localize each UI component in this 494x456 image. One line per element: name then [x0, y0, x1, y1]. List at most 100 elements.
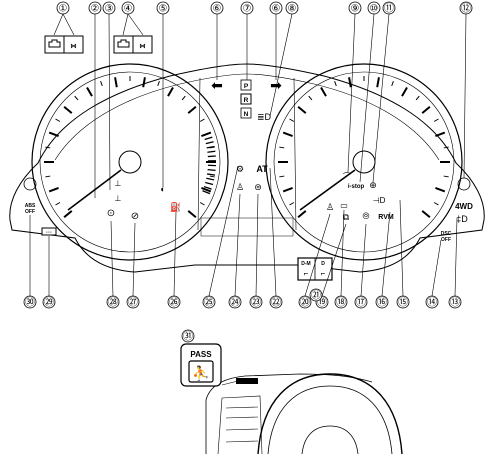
callout-circle — [298, 295, 312, 309]
callout-10: ⑩ — [367, 1, 381, 15]
callout-number: ㉒ — [271, 297, 281, 309]
tpms-icon: ⦾ — [362, 211, 369, 221]
fuel-tick — [205, 141, 214, 145]
callout-5: ⑤ — [156, 1, 170, 15]
callout-4: ④ — [121, 1, 135, 15]
leader-line — [399, 199, 404, 297]
shift-lever-icon: ⚙ — [236, 164, 244, 174]
callout-number: ④ — [124, 4, 133, 15]
center-console — [217, 395, 263, 455]
eco-icon: ◦◦◦ — [46, 230, 52, 236]
fuel-tick — [207, 168, 216, 172]
callout-circle — [202, 295, 216, 309]
leader-line — [347, 13, 356, 173]
callout-number: ⑪ — [384, 3, 394, 15]
callout-circle — [167, 295, 181, 309]
leader-line — [269, 13, 293, 117]
gauge-tick — [55, 118, 61, 122]
gauge-tick — [334, 81, 337, 87]
fuel-tick — [207, 150, 216, 153]
callout-number: ㉗ — [128, 297, 138, 309]
gauge-tick — [376, 77, 380, 88]
callout-14: ⑭ — [425, 295, 439, 309]
callout-circle — [309, 288, 323, 302]
speedometer-needle-hub — [352, 150, 376, 174]
callout-circle — [382, 1, 396, 15]
istop-warning-icon: ⊕ — [369, 180, 377, 190]
gauge-tick — [391, 81, 394, 87]
fuel-tick — [203, 186, 212, 190]
callout-circle — [285, 1, 299, 15]
engine-oil-icon: ⌒ — [343, 172, 351, 181]
pass-indicator-location — [236, 378, 258, 384]
pass-label: PASS — [190, 350, 212, 359]
gauge-tick — [348, 77, 352, 88]
leader-line — [304, 213, 331, 297]
4wd-label: 4WD — [455, 202, 473, 211]
center-display-frame — [197, 77, 297, 231]
leader-line — [454, 217, 458, 297]
callout-number: ② — [91, 4, 100, 15]
leader-line — [269, 167, 277, 297]
gauge-tick — [421, 105, 431, 114]
power-steering-icon: ⊘ — [131, 211, 139, 222]
fuel-pump-icon: ⛽ — [170, 201, 181, 212]
eco-indicator-box — [41, 227, 57, 236]
callout-13: ⑬ — [448, 295, 462, 309]
callout-circle — [56, 1, 70, 15]
callout-circle — [121, 1, 135, 15]
callout-number: ⑭ — [427, 297, 437, 309]
callout-number: ⑩ — [370, 4, 379, 15]
callout-number: ⑨ — [351, 4, 360, 15]
gauge-tick — [45, 146, 51, 149]
leader-line — [122, 13, 129, 36]
tachometer-face — [39, 71, 221, 253]
gauge-tick — [282, 187, 293, 193]
gauge-tick — [199, 118, 205, 122]
leader-line — [173, 211, 177, 297]
gauge-tick — [297, 105, 307, 114]
callout-1: ① — [56, 1, 70, 15]
gauge-tick — [289, 202, 295, 206]
callout-number: ⑦ — [243, 4, 252, 15]
callout-number: ⑯ — [377, 297, 387, 309]
security-icon: ⊜ — [254, 182, 262, 192]
callout-circle — [126, 295, 140, 309]
brake-warning-icon: ⊙ — [107, 208, 115, 219]
gear-n-box — [240, 107, 252, 119]
fog-light-icon: ‡D — [456, 214, 468, 224]
gauge-tick — [282, 131, 293, 137]
check-engine-icon — [48, 39, 61, 48]
rvm-label: RVM — [378, 214, 394, 221]
leader-line — [127, 13, 144, 36]
headlight-icon: ◐ — [160, 184, 165, 194]
abs-off-line1: ABS — [25, 203, 36, 209]
gauge-tick — [48, 187, 59, 193]
callout-30: ㉚ — [23, 295, 37, 309]
left-trip-knob — [23, 177, 37, 191]
d-icon: ⌐ — [321, 269, 326, 278]
callout-number: ⑱ — [336, 297, 346, 309]
gauge-tick — [199, 202, 205, 206]
fuel-tick — [206, 173, 216, 176]
gear-p-box — [240, 79, 252, 91]
callout-number: ⑳ — [300, 297, 310, 309]
callout-15: ⑮ — [396, 295, 410, 309]
leader-line — [132, 222, 136, 297]
callout-number: ⑫ — [461, 3, 471, 15]
seat-belt-icon: ⛹ — [192, 364, 209, 382]
gauge-tick — [279, 146, 285, 149]
callout-22: ㉒ — [269, 295, 283, 309]
callout-20: ⑳ — [298, 295, 312, 309]
dsc-off-line2: OFF — [441, 237, 451, 243]
fuel-tick — [202, 190, 211, 195]
gauge-tick — [63, 105, 73, 114]
temp-low-icon: ⊥ — [115, 194, 122, 203]
abs-off-line2: OFF — [25, 209, 35, 215]
check-engine-icon — [117, 39, 130, 48]
callout-circle — [459, 1, 473, 15]
callout-circle — [249, 295, 263, 309]
leader-line — [431, 239, 442, 297]
seat-belt-icon: ♙ — [236, 182, 244, 192]
